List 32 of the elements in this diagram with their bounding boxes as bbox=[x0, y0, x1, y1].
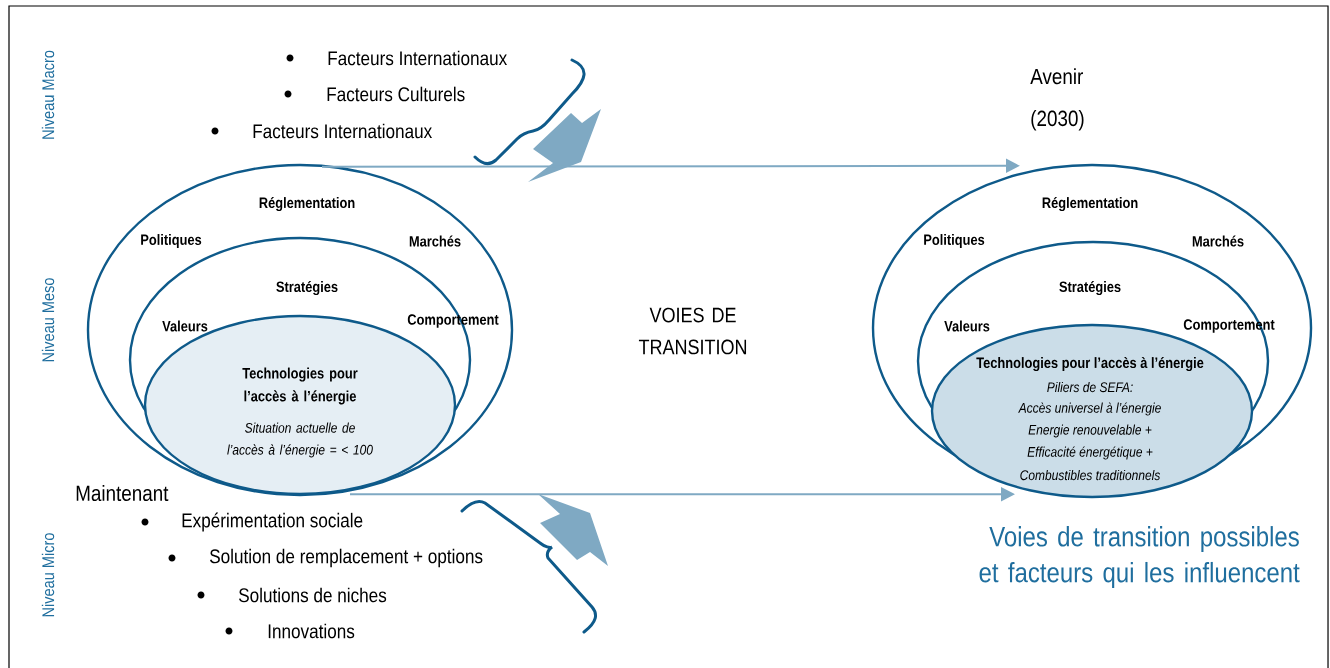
bullet-item: Innovations bbox=[225, 623, 355, 639]
ring-label: Accès universel à l’énergie bbox=[1018, 402, 1161, 416]
bullet-item: Facteurs Internationaux bbox=[211, 123, 432, 139]
ring-label: Marchés bbox=[1192, 235, 1244, 247]
center-label: VOIES DE TRANSITION bbox=[638, 307, 747, 355]
time-label: Avenir (2030) bbox=[1030, 68, 1084, 131]
ring-label: Situation actuelle de l’accès à l’énergie = < 100 bbox=[227, 422, 373, 458]
ring-label: Politiques bbox=[141, 234, 202, 248]
bullet-item: Expérimentation sociale bbox=[141, 512, 363, 532]
ring-label: Combustibles traditionnels bbox=[1020, 469, 1161, 481]
ring-label: Stratégies bbox=[276, 280, 338, 296]
ring-label: Technologies pour l’accès à l’énergie bbox=[976, 356, 1204, 372]
ring-label: Efficacité énergétique + bbox=[1027, 446, 1153, 460]
ring-label: Valeurs bbox=[162, 320, 208, 332]
bullet-item: Facteurs Culturels bbox=[284, 86, 465, 102]
bullet-item: Solution de remplacement + options bbox=[168, 548, 483, 568]
ring-label: Valeurs bbox=[944, 320, 990, 332]
time-label: Maintenant bbox=[76, 484, 169, 502]
ring-label: Technologies pour l’accès à l’énergie bbox=[242, 367, 358, 405]
ring-label: Piliers de SEFA: bbox=[1047, 381, 1133, 393]
ring-label: Réglementation bbox=[259, 196, 355, 212]
caption: Voies de transition possibles et facteurs qui les influencent bbox=[979, 526, 1300, 588]
level-label: Niveau Meso bbox=[41, 278, 55, 362]
bullet-item: Facteurs Internationaux bbox=[286, 50, 507, 66]
level-label: Niveau Micro bbox=[41, 533, 55, 617]
ring-label: Stratégies bbox=[1059, 280, 1121, 296]
level-label: Niveau Macro bbox=[41, 50, 55, 139]
ring-label: Réglementation bbox=[1042, 196, 1138, 212]
ring-label: Politiques bbox=[924, 234, 985, 248]
bullet-item: Solutions de niches bbox=[197, 587, 387, 603]
ring-label: Energie renouvelable + bbox=[1028, 424, 1152, 438]
ring-label: Marchés bbox=[409, 235, 461, 247]
